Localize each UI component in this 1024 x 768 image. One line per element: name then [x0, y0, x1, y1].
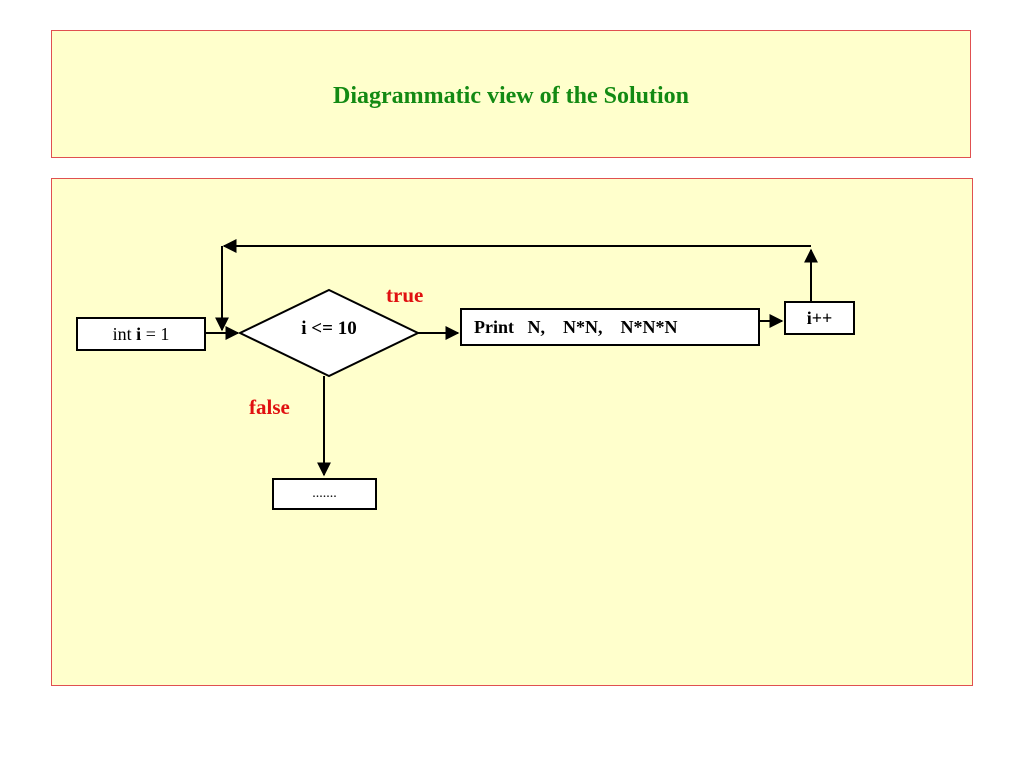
increment-box: i++ — [784, 301, 855, 335]
print-box: Print N, N*N, N*N*N — [460, 308, 760, 346]
true-branch-label: true — [386, 283, 424, 307]
next-step-box: ....... — [272, 478, 377, 510]
init-suffix: = 1 — [141, 323, 170, 344]
false-branch-label: false — [249, 395, 290, 419]
diagram-panel — [51, 178, 973, 686]
condition-label: i <= 10 — [301, 318, 357, 339]
slide-title: Diagrammatic view of the Solution — [333, 83, 689, 109]
init-var: i — [136, 323, 142, 344]
init-box: int i = 1 — [76, 317, 206, 351]
init-prefix: int — [112, 323, 137, 344]
title-panel: Diagrammatic view of the Solution — [51, 30, 971, 158]
condition-diamond — [237, 288, 421, 378]
